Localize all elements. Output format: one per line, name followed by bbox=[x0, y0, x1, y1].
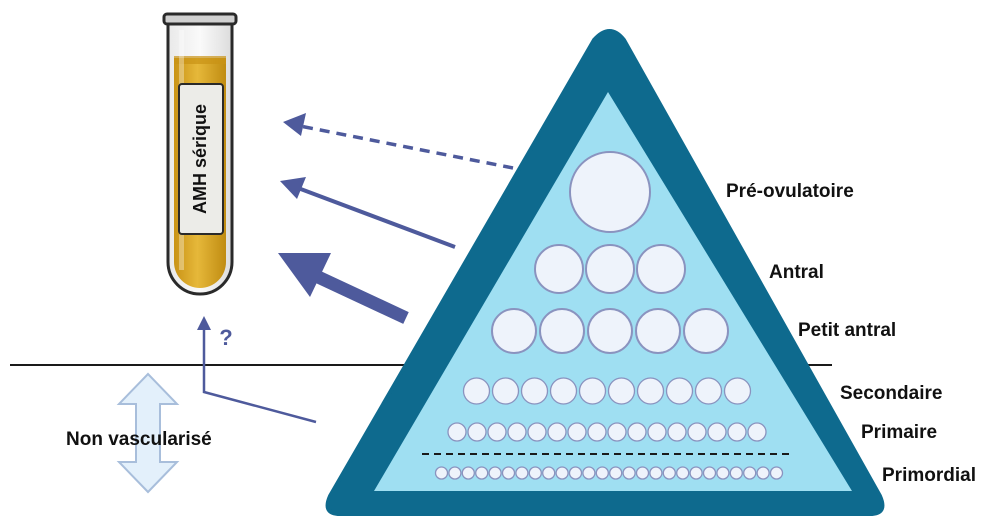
follicle-secondary bbox=[520, 377, 549, 405]
follicle-primary bbox=[707, 422, 727, 442]
follicle-primordial bbox=[756, 466, 770, 480]
follicle-primary bbox=[607, 422, 627, 442]
thin-arrow-shaft bbox=[297, 186, 456, 249]
follicle-secondary bbox=[607, 377, 636, 405]
thick-arrow-shaft bbox=[313, 270, 409, 324]
follicle-primordial bbox=[448, 466, 462, 480]
follicle-primary bbox=[547, 422, 567, 442]
non-vascularised-label: Non vascularisé bbox=[66, 429, 212, 450]
follicle-primordial bbox=[595, 466, 609, 480]
follicle-small-antral bbox=[491, 308, 537, 354]
follicle-primordial bbox=[488, 466, 502, 480]
follicle-secondary bbox=[665, 377, 694, 405]
tube-liquid-surface bbox=[174, 56, 226, 64]
follicle-primary bbox=[527, 422, 547, 442]
follicle-secondary bbox=[578, 377, 607, 405]
follicle-primordial bbox=[582, 466, 596, 480]
serum-tube: AMH sérique bbox=[162, 12, 238, 296]
follicle-primordial bbox=[729, 466, 743, 480]
follicle-pyramid bbox=[325, 29, 885, 516]
follicle-primordial bbox=[461, 466, 475, 480]
stage-label-secondary: Secondaire bbox=[840, 383, 942, 404]
follicle-secondary bbox=[636, 377, 665, 405]
follicle-secondary bbox=[694, 377, 723, 405]
uncertain-path-line bbox=[202, 328, 317, 424]
follicle-primordial bbox=[649, 466, 663, 480]
stage-label-small-antral: Petit antral bbox=[798, 320, 896, 341]
dashed-arrow-head bbox=[283, 113, 306, 136]
follicle-primordial bbox=[542, 466, 556, 480]
follicle-primary bbox=[587, 422, 607, 442]
stage-label-primordial: Primordial bbox=[882, 465, 976, 486]
follicle-secondary bbox=[549, 377, 578, 405]
follicle-primary bbox=[667, 422, 687, 442]
follicle-primordial bbox=[662, 466, 676, 480]
follicle-layer bbox=[434, 151, 784, 480]
follicle-small-antral bbox=[587, 308, 633, 354]
follicle-primary bbox=[627, 422, 647, 442]
follicle-primordial bbox=[676, 466, 690, 480]
follicle-primordial bbox=[609, 466, 623, 480]
tube-label: AMH sérique bbox=[190, 104, 210, 214]
follicle-primordial bbox=[769, 466, 784, 480]
follicle-primary bbox=[487, 422, 507, 442]
follicle-primary bbox=[687, 422, 707, 442]
follicle-secondary bbox=[723, 377, 752, 405]
follicle-primordial bbox=[635, 466, 650, 480]
follicle-secondary bbox=[462, 377, 491, 405]
follicle-antral bbox=[585, 244, 635, 294]
question-mark: ? bbox=[219, 325, 232, 350]
follicle-primordial bbox=[434, 466, 449, 480]
dashed-arrow-shaft bbox=[299, 124, 514, 170]
follicle-primordial bbox=[475, 466, 489, 480]
stage-label-antral: Antral bbox=[769, 262, 824, 283]
follicle-antral bbox=[636, 244, 686, 294]
follicle-primary bbox=[467, 422, 487, 442]
follicle-small-antral bbox=[683, 308, 729, 354]
follicle-primordial bbox=[501, 466, 516, 480]
thin-arrow-head bbox=[280, 177, 306, 199]
tube-cap-rim bbox=[162, 12, 238, 26]
follicle-preovulatory bbox=[569, 151, 651, 233]
follicle-primary bbox=[567, 422, 587, 442]
tube-label-card bbox=[178, 83, 224, 235]
follicle-primordial bbox=[716, 466, 730, 480]
double-arrow-icon bbox=[116, 372, 180, 494]
follicle-primordial bbox=[515, 466, 529, 480]
follicle-primordial bbox=[743, 466, 757, 480]
follicle-small-antral bbox=[539, 308, 585, 354]
follicle-primary bbox=[447, 422, 467, 442]
follicle-small-antral bbox=[635, 308, 681, 354]
follicle-antral bbox=[534, 244, 584, 294]
uncertain-path: ? bbox=[197, 316, 317, 424]
uncertain-path-head bbox=[197, 316, 211, 330]
follicle-primordial bbox=[689, 466, 703, 480]
follicle-secondary bbox=[491, 377, 520, 405]
follicle-primordial bbox=[702, 466, 717, 480]
follicle-primordial bbox=[568, 466, 583, 480]
stage-labels: Pré-ovulatoire Antral Petit antral Secon… bbox=[726, 181, 976, 486]
thick-arrow-head bbox=[278, 253, 331, 297]
follicle-primordial bbox=[555, 466, 569, 480]
follicle-primary bbox=[727, 422, 747, 442]
stage-label-primary: Primaire bbox=[861, 422, 937, 443]
follicle-primary bbox=[747, 422, 767, 442]
follicle-primary bbox=[507, 422, 527, 442]
follicle-primary bbox=[647, 422, 667, 442]
secretion-arrows bbox=[278, 113, 514, 324]
stage-label-preovulatory: Pré-ovulatoire bbox=[726, 181, 854, 202]
follicle-primordial bbox=[622, 466, 636, 480]
follicle-primordial bbox=[528, 466, 542, 480]
